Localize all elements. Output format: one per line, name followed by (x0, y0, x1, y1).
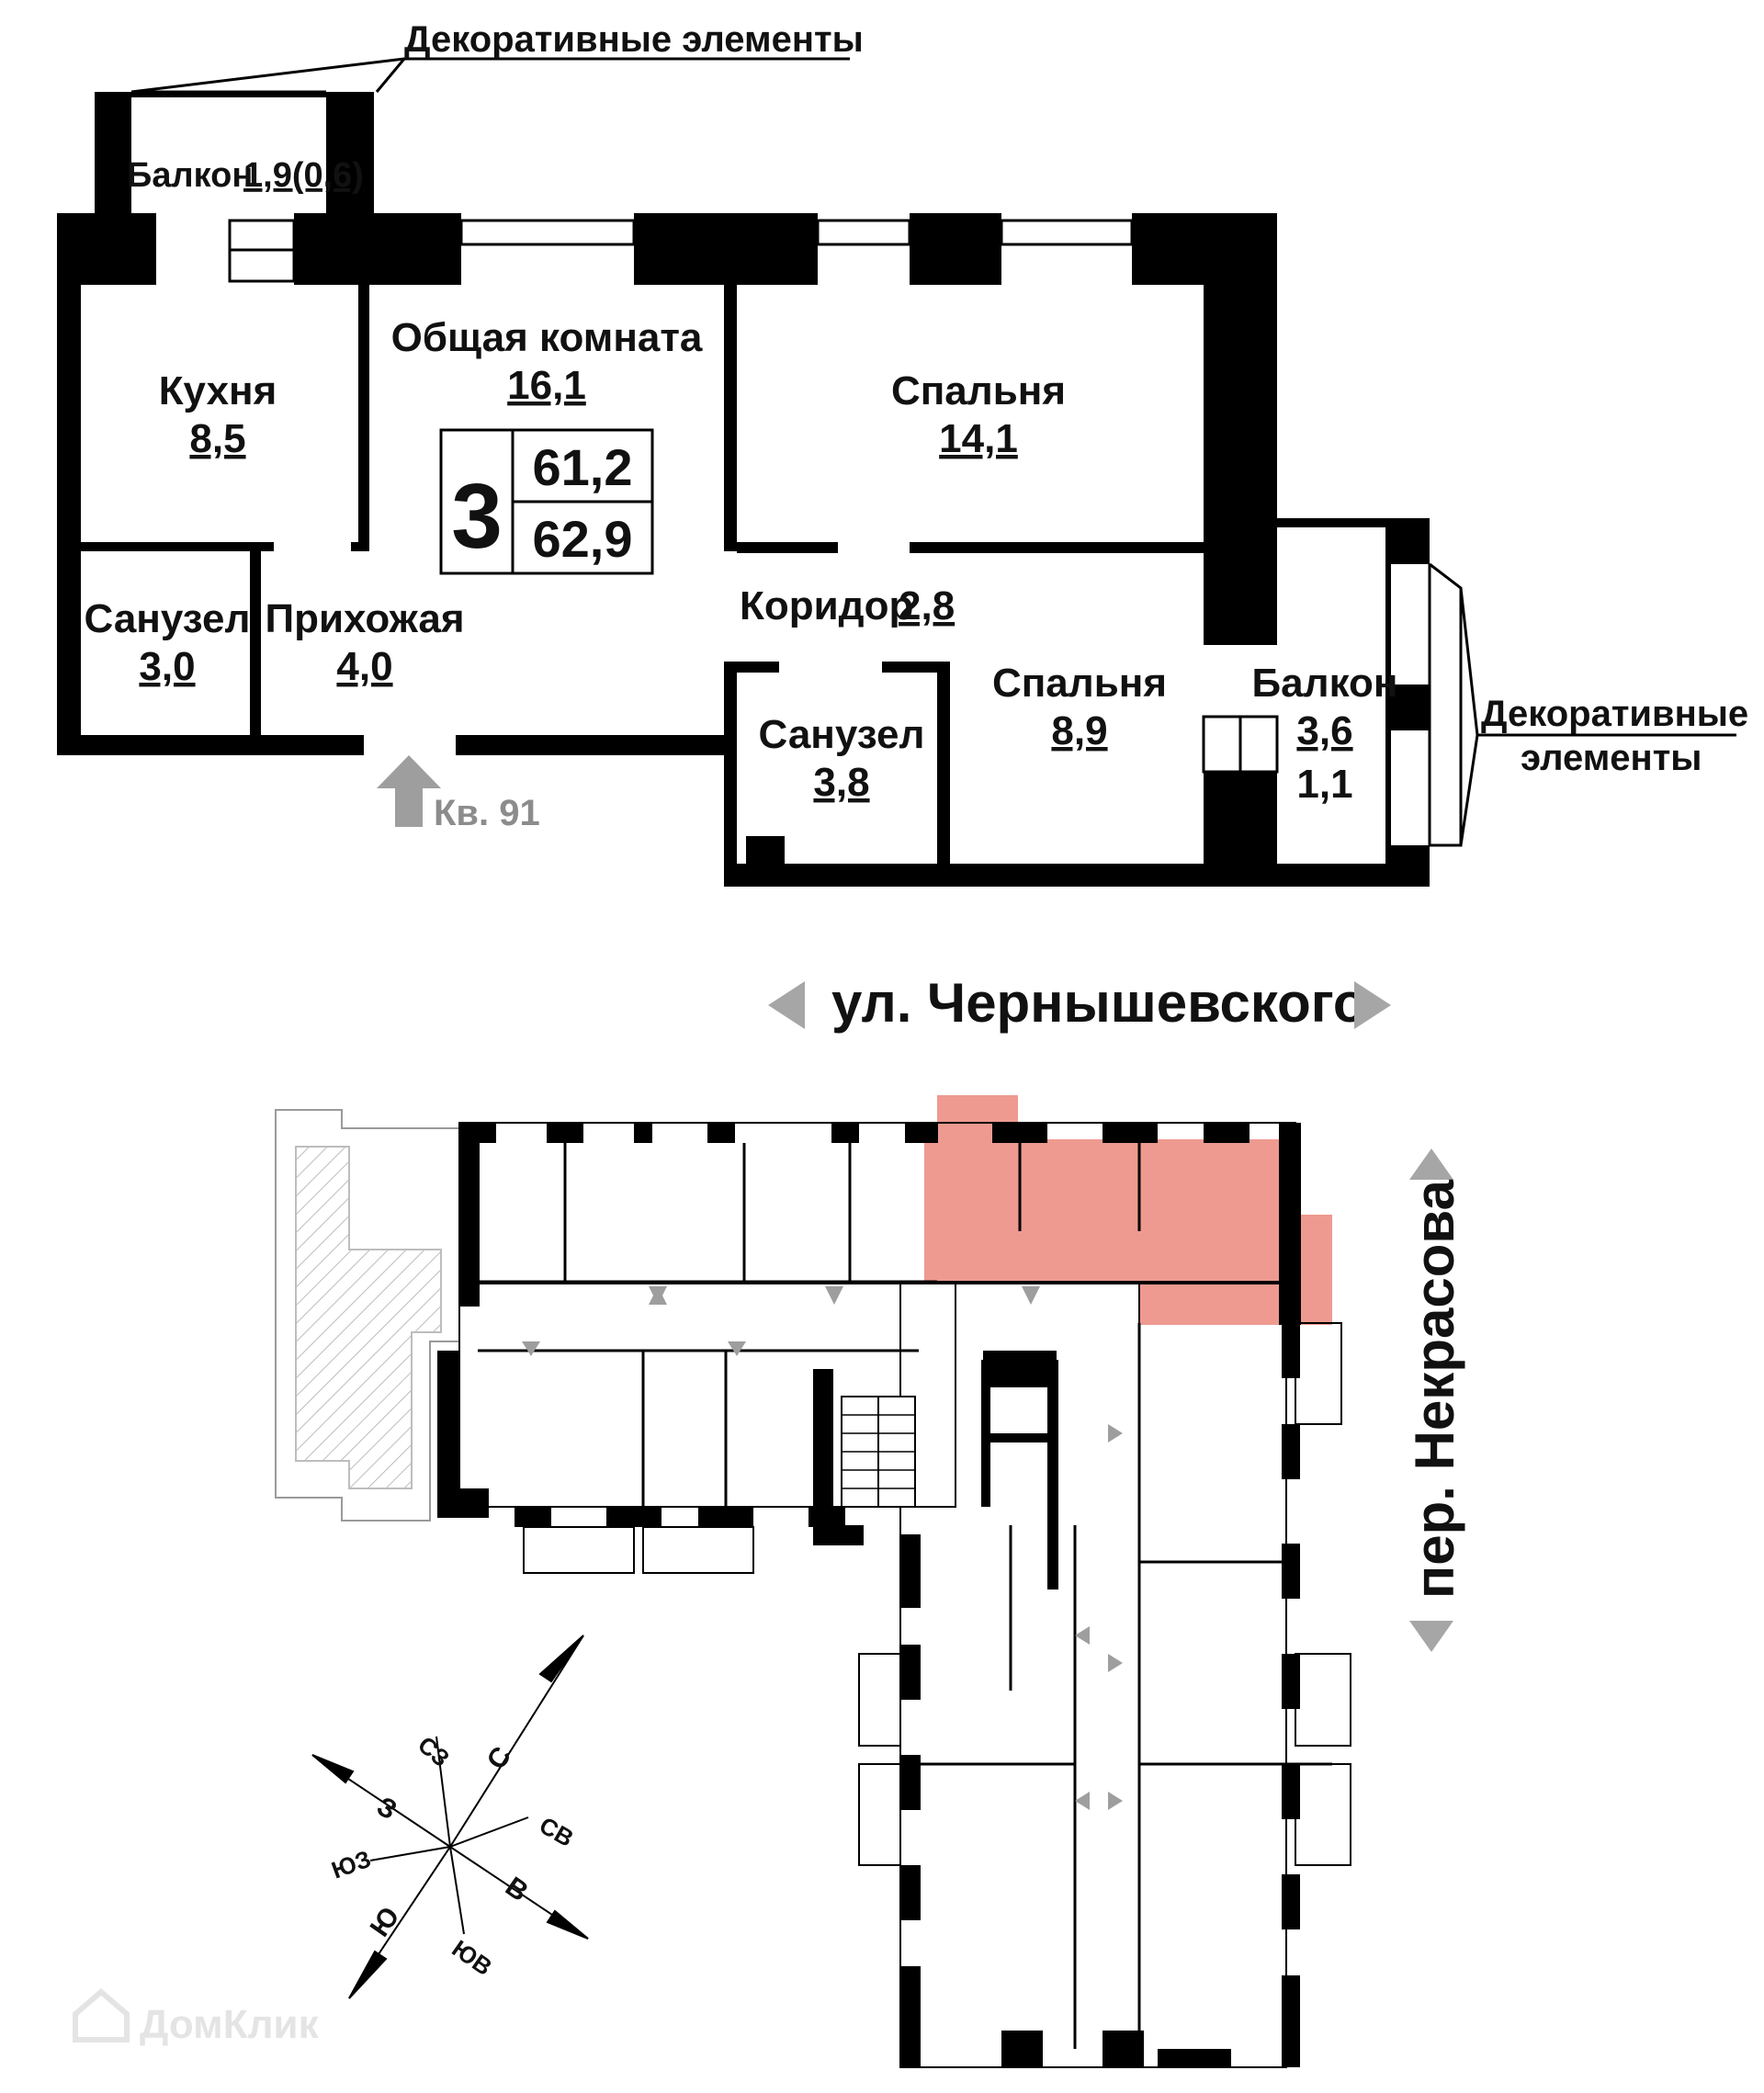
balcony-top-area: 1,9(0,6) (243, 156, 364, 195)
window (816, 219, 911, 246)
room-name-hall: Прихожая (265, 596, 464, 641)
selected-apartment (924, 1095, 1332, 1325)
room-name-kitchen: Кухня (159, 368, 277, 413)
compass-se: ЮВ (447, 1934, 498, 1981)
compass-nw: СЗ (413, 1731, 455, 1772)
entrance-arrow-icon (377, 755, 441, 827)
room-area-bedroom-1: 14,1 (939, 416, 1018, 461)
room-name-bath-1: Санузел (85, 596, 251, 641)
watermark-text: ДомКлик (140, 2002, 320, 2047)
compass-sw: ЮЗ (328, 1845, 375, 1884)
callout-line (375, 57, 850, 93)
apartment-plan (57, 90, 1463, 887)
compass-s: Ю (365, 1902, 406, 1942)
room-name-living: Общая комната (391, 315, 703, 360)
room-area-bedroom-2: 8,9 (1051, 708, 1107, 753)
entrance-label: Кв. 91 (434, 793, 540, 833)
house-logo-icon (73, 1988, 130, 2042)
wall-right (1204, 213, 1277, 645)
room-name-corridor: Коридор (740, 583, 913, 628)
room-name-bedroom-2: Спальня (992, 661, 1167, 706)
decor-label-top: Декоративные элементы (404, 19, 864, 60)
arrow-left-icon (768, 981, 805, 1029)
floor-plan (275, 1095, 1351, 2068)
room-area-bath-1: 3,0 (139, 644, 195, 689)
arrow-up-icon (1409, 1148, 1453, 1180)
decor-label-right-1: Декоративные (1481, 694, 1748, 734)
compass-e: В (500, 1872, 534, 1907)
room-name-balcony-right: Балкон (1252, 661, 1398, 706)
balcony-wall-right (326, 92, 374, 213)
room-area-balcony-right: 3,6 (1296, 708, 1352, 753)
compass-ne: СВ (535, 1811, 579, 1852)
arrow-right-icon (1354, 981, 1391, 1029)
rooms-count: 3 (451, 465, 503, 568)
stairs (841, 1396, 916, 1508)
area-box: 3 61,2 62,9 (439, 428, 654, 575)
watermark: ДомКлик (73, 1988, 320, 2047)
street-top: ул. Чернышевского (831, 972, 1367, 1034)
window (459, 219, 636, 246)
decor-label-right-2: элементы (1521, 738, 1702, 778)
street-right: пер. Некрасова (1404, 1180, 1465, 1599)
area-total: 62,9 (533, 510, 633, 568)
window (1000, 219, 1134, 246)
area-living: 61,2 (533, 438, 633, 496)
balcony-wall-left (95, 92, 131, 213)
arrow-down-icon (1409, 1621, 1453, 1652)
room-area-corridor: 2,8 (899, 583, 955, 628)
compass (311, 1635, 589, 1999)
balcony-rail (95, 92, 374, 97)
north-arrow-icon (538, 1635, 584, 1683)
room-area-living: 16,1 (507, 363, 586, 408)
balcony-top-name: Балкон (127, 156, 253, 195)
room-area-hall: 4,0 (336, 644, 392, 689)
compass-n: С (481, 1741, 517, 1775)
room-area-bath-2: 3,8 (813, 760, 869, 805)
room-area-kitchen: 8,5 (189, 416, 245, 461)
room-name-bath-2: Санузел (759, 712, 925, 757)
room-name-bedroom-1: Спальня (891, 368, 1066, 413)
room-area-balcony-right-reduced: 1,1 (1296, 762, 1352, 807)
